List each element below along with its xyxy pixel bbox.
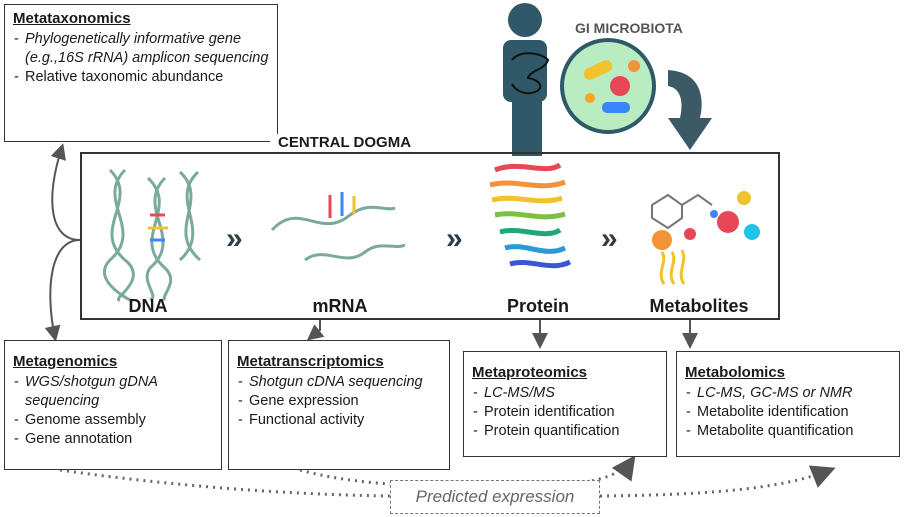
gi-microbiota-title: GI MICROBIOTA <box>575 20 683 36</box>
mrna-strand-icon <box>270 192 406 262</box>
stage-label-mrna: mRNA <box>312 296 368 316</box>
list-item: Functional activity <box>237 411 441 430</box>
metaproteomics-box: Metaproteomics LC-MS/MS Protein identifi… <box>463 351 667 457</box>
dotted-line-up <box>584 455 636 484</box>
stage-label-protein: Protein <box>506 296 569 316</box>
chevron-icon: » <box>446 222 462 255</box>
metataxonomics-title: Metataxonomics <box>13 10 131 27</box>
list-item: Gene annotation <box>13 430 213 449</box>
metabolites-icon <box>651 191 760 285</box>
metatranscriptomics-title: Metatranscriptomics <box>237 353 384 370</box>
list-item: Protein quantification <box>472 422 658 441</box>
metagenomics-box: Metagenomics WGS/shotgun gDNA sequencing… <box>4 340 222 470</box>
central-dogma-box <box>80 152 780 320</box>
metagenomics-title: Metagenomics <box>13 353 118 370</box>
list-item: Shotgun cDNA sequencing <box>237 373 441 392</box>
list-item: Relative taxonomic abundance <box>13 68 269 87</box>
predicted-expression-label: Predicted expression <box>390 480 600 514</box>
list-item: Protein identification <box>472 403 658 422</box>
metaproteomics-title: Metaproteomics <box>472 364 588 381</box>
metatranscriptomics-box: Metatranscriptomics Shotgun cDNA sequenc… <box>228 340 450 470</box>
list-item: LC-MS, GC-MS or NMR <box>685 384 891 403</box>
chevron-icon: » <box>226 222 242 255</box>
stage-label-dna: DNA <box>128 296 168 316</box>
list-item: Metabolite identification <box>685 403 891 422</box>
human-figure-icon <box>503 3 550 156</box>
down-arrow-icon <box>668 70 712 150</box>
metabolomics-box: Metabolomics LC-MS, GC-MS or NMR Metabol… <box>676 351 900 457</box>
dotted-line-right <box>599 465 836 498</box>
metataxonomics-box: Metataxonomics Phylogenetically informat… <box>4 4 278 142</box>
list-item: LC-MS/MS <box>472 384 658 403</box>
list-item: Genome assembly <box>13 411 213 430</box>
stage-label-metabolites: Metabolites <box>649 296 749 316</box>
list-item: WGS/shotgun gDNA sequencing <box>13 373 213 411</box>
chevron-icon: » <box>601 222 617 255</box>
left-connector-arrow <box>50 143 81 241</box>
list-item: Metabolite quantification <box>685 422 891 441</box>
left-connector-arrow-down <box>44 239 81 342</box>
list-item: Phylogenetically informative gene (e.g.,… <box>13 30 269 68</box>
protein-structure-icon <box>489 162 572 269</box>
dna-helix-icon <box>102 168 201 302</box>
list-item: Gene expression <box>237 392 441 411</box>
arrow-to-metatranscriptomics <box>306 320 325 341</box>
microbe-circle-icon <box>560 38 656 134</box>
central-dogma-title: CENTRAL DOGMA <box>270 134 420 151</box>
metabolomics-title: Metabolomics <box>685 364 786 381</box>
